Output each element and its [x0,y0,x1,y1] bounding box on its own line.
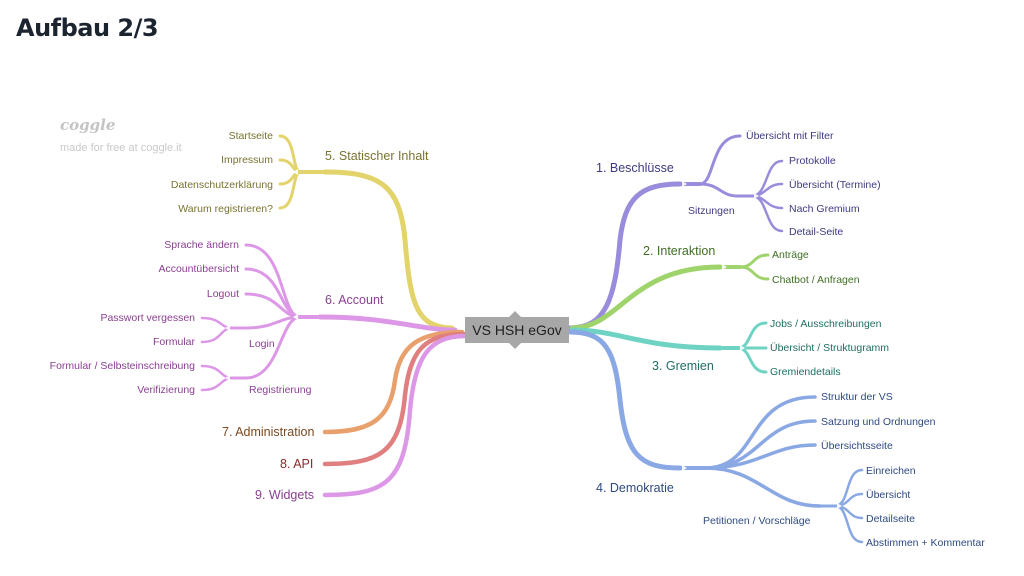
leaf-detail-seite[interactable]: Detail-Seite [789,226,843,238]
edge-center-demokratie [567,329,683,471]
node-gremien[interactable]: 3. Gremien [652,359,714,373]
branch-interaktion-lines [569,253,770,331]
leaf-nach-gremium[interactable]: Nach Gremium [789,203,860,215]
leaf-satzung[interactable]: Satzung und Ordnungen [821,416,936,428]
leaf-sprache[interactable]: Sprache ändern [164,239,239,251]
leaf-detailseite[interactable]: Detailseite [866,513,915,525]
center-node[interactable]: VS HSH eGov [465,311,569,349]
page-title: Aufbau 2/3 [16,14,159,42]
branch-api-line [322,331,467,467]
leaf-impressum[interactable]: Impressum [221,154,273,166]
edge-center-account [317,314,458,333]
leaf-petitionen-uebersicht[interactable]: Übersicht [866,489,910,501]
leaf-uebersicht-termine[interactable]: Übersicht (Termine) [789,179,881,191]
node-sitzungen[interactable]: Sitzungen [688,205,735,217]
statischer-inhalt-group: 5. Statischer Inhalt Startseite Impressu… [171,130,429,215]
leaf-login-formular[interactable]: Formular [153,336,196,348]
leaf-antraege[interactable]: Anträge [772,249,809,261]
node-statischer-inhalt[interactable]: 5. Statischer Inhalt [325,149,429,163]
leaf-accountuebersicht[interactable]: Accountübersicht [158,263,239,275]
edge-center-gremien [569,327,723,351]
branch-administration-line [322,329,465,435]
leaf-datenschutz[interactable]: Datenschutzerklärung [171,179,273,191]
account-group: 6. Account Sprache ändern Accountübersic… [50,239,384,396]
edge-center-widgets [322,333,469,498]
node-account[interactable]: 6. Account [325,293,384,307]
leaf-verifizierung[interactable]: Verifizierung [137,384,195,396]
leaf-einreichen[interactable]: Einreichen [866,465,916,477]
node-administration[interactable]: 7. Administration [222,425,314,439]
leaf-logout[interactable]: Logout [207,288,239,300]
coggle-watermark-text: made for free at coggle.it [60,142,182,154]
leaf-passwort-vergessen[interactable]: Passwort vergessen [100,312,195,324]
edge-center-api [322,331,467,467]
leaf-chatbot[interactable]: Chatbot / Anfragen [772,274,860,286]
branch-widgets-line [322,333,469,498]
leaf-warum-registrieren[interactable]: Warum registrieren? [178,203,273,215]
gremien-group: 3. Gremien Jobs / Ausschreibungen Übersi… [652,318,889,378]
node-registrierung[interactable]: Registrierung [249,384,312,396]
edge-center-admin [322,329,465,435]
node-login[interactable]: Login [249,338,275,350]
branch-statischer-inhalt-lines [278,134,455,331]
leaf-jobs[interactable]: Jobs / Ausschreibungen [770,318,882,330]
center-label: VS HSH eGov [472,322,561,338]
beschluesse-group: 1. Beschlüsse Übersicht mit Filter Sitzu… [596,130,881,238]
leaf-protokolle[interactable]: Protokolle [789,155,836,167]
node-widgets[interactable]: 9. Widgets [255,488,314,502]
leaf-uebersichtsseite[interactable]: Übersichtsseite [821,440,893,452]
node-petitionen[interactable]: Petitionen / Vorschläge [703,515,811,527]
leaf-abstimmen[interactable]: Abstimmen + Kommentar [866,537,985,549]
interaktion-group: 2. Interaktion Anträge Chatbot / Anfrage… [643,244,860,286]
edge-center-statisch [322,169,455,331]
leaf-struktugramm[interactable]: Übersicht / Struktugramm [770,342,889,354]
demokratie-group: 4. Demokratie Struktur der VS Satzung un… [596,391,985,549]
node-demokratie[interactable]: 4. Demokratie [596,481,674,495]
leaf-struktur-vs[interactable]: Struktur der VS [821,391,893,403]
node-interaktion[interactable]: 2. Interaktion [643,244,715,258]
node-beschluesse[interactable]: 1. Beschlüsse [596,161,674,175]
leaf-startseite[interactable]: Startseite [229,130,274,142]
leaf-gremiendetails[interactable]: Gremiendetails [770,366,841,378]
leaf-uebersicht-filter[interactable]: Übersicht mit Filter [746,130,834,142]
coggle-logo: coggle [60,116,116,134]
branch-demokratie-lines [567,329,864,544]
leaf-selbsteinschreibung[interactable]: Formular / Selbsteinschreibung [50,360,195,372]
junction-markers [225,169,842,509]
node-api[interactable]: 8. API [280,457,313,471]
edge-center-interaktion [569,264,723,331]
